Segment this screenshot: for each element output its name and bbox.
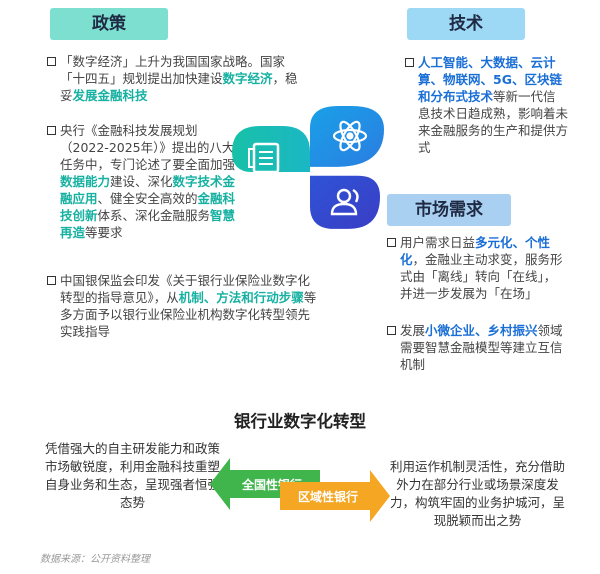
bank-type-arrows: 全国性银行 区域性银行 (210, 458, 390, 522)
highlight: 智慧再造 (60, 208, 236, 240)
text: 领域需要智慧金融模型等建立互信机制 (400, 323, 563, 372)
highlight: 机制、方法和行动步骤 (178, 290, 304, 305)
highlight: 多元化、个性化 (400, 235, 551, 267)
highlight: 人工智能、大数据、云计算、物联网、5G、区块链和分布式技术 (418, 55, 562, 104)
highlight: 数据能力 (60, 174, 111, 189)
document-icon (248, 142, 280, 174)
data-source-note: 数据来源：公开资料整理 (40, 554, 150, 565)
highlight: 金融科技创新 (60, 191, 236, 223)
text: 中国银保监会印发《关于银行业保险业数字化转型的指导意见》，从 (60, 273, 311, 305)
text: ，金融业主动求变，服务形式由「离线」转向「在线」，并进一步发展为「在场」 (400, 252, 563, 301)
text: 发展 (400, 323, 426, 338)
users-icon (330, 188, 359, 216)
text: 等要求 (85, 225, 123, 240)
text: 央行《金融科技发展规划（2022-2025年）》提出的八大任务中，专门论述了要全… (60, 123, 236, 172)
text: 、健全安全高效的 (97, 191, 198, 206)
market-bullet-1: 用户需求日益多元化、个性化，金融业主动求变，服务形式由「离线」转向「在线」，并进… (387, 234, 568, 302)
text: 等新一代信息技术日趋成熟，影响着未来金融服务的生产和提供方式 (418, 89, 569, 155)
diagram-heading: 银行业数字化转型 (234, 412, 366, 431)
policy-bullet-2: 央行《金融科技发展规划（2022-2025年）》提出的八大任务中，专门论述了要全… (47, 122, 236, 241)
text: 体系、深化金融服务 (97, 208, 211, 223)
policy-petal (232, 126, 310, 172)
text: 等多方面予以银行业保险业机构数字化转型领先实践指导 (60, 290, 317, 339)
policy-bullet-3: 中国银保监会印发《关于银行业保险业数字化转型的指导意见》，从机制、方法和行动步骤… (47, 272, 318, 340)
tag-market: 市场需求 (387, 194, 511, 226)
bullet-square-icon (405, 58, 414, 67)
tag-tech: 技术 (407, 8, 525, 40)
bullet-square-icon (47, 276, 56, 285)
bullet-square-icon (387, 238, 396, 247)
policy-bullet-1: 「数字经济」上升为我国国家战略。国家「十四五」规划提出加快建设数字经济，稳妥发展… (47, 53, 300, 104)
atom-icon (332, 120, 368, 152)
regional-bank-label: 区域性银行 (298, 489, 358, 504)
bullet-square-icon (47, 57, 56, 66)
text: 用户需求日益 (400, 235, 476, 250)
regional-bank-arrow: 区域性银行 (280, 470, 390, 522)
bullet-square-icon (387, 326, 396, 335)
tag-policy: 政策 (50, 8, 168, 40)
central-hub-graphic (232, 106, 384, 229)
market-bullet-2: 发展小微企业、乡村振兴领域需要智慧金融模型等建立互信机制 (387, 322, 568, 373)
text: 「数字经济」上升为我国国家战略。国家「十四五」规划提出加快建设 (60, 54, 286, 86)
highlight: 发展金融科技 (72, 88, 148, 103)
text: 建设、深化 (110, 174, 173, 189)
tech-bullet-1: 人工智能、大数据、云计算、物联网、5G、区块链和分布式技术等新一代信息技术日趋成… (405, 54, 569, 156)
regional-bank-description: 利用运作机制灵活性，充分借助外力在部分行业或场景深度发力，构筑牢固的业务护城河，… (390, 459, 566, 528)
highlight: 数字技术金融应用 (60, 174, 236, 206)
national-bank-description: 凭借强大的自主研发能力和政策市场敏锐度，利用金融科技重塑自身业务和生态，呈现强者… (45, 441, 221, 510)
highlight: 小微企业、乡村振兴 (425, 323, 538, 338)
text: ，稳妥 (60, 71, 298, 103)
bullet-square-icon (47, 126, 56, 135)
highlight: 数字经济 (222, 71, 273, 86)
